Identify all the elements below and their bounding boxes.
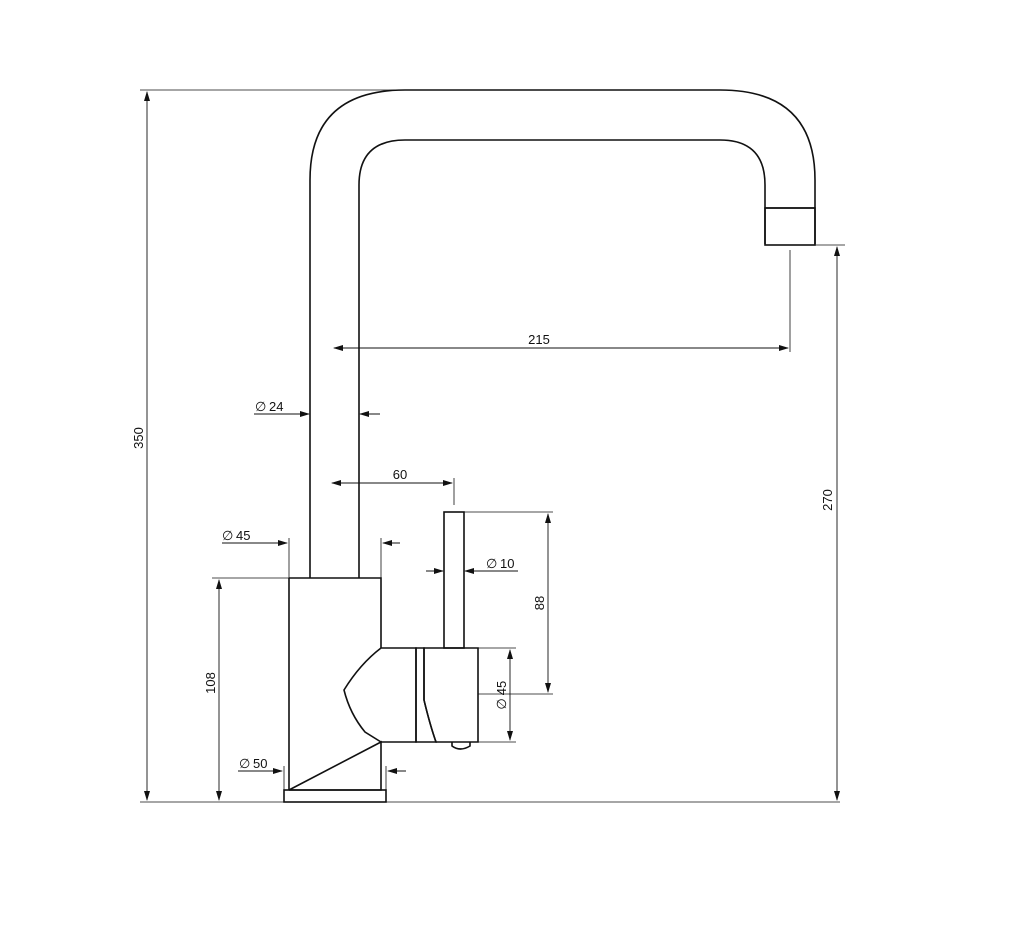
handle-button [451,742,471,750]
label-column-diameter: 45 [236,528,250,543]
cartridge-housing [343,647,417,743]
label-column-diameter-symbol: ∅ [222,528,233,543]
label-body-height: 108 [203,672,218,694]
label-handle-diameter-symbol: ∅ [494,698,509,709]
spout-inner-contour [358,139,766,578]
faucet-outline [283,89,816,803]
label-total-height: 350 [131,427,146,449]
label-lever-diameter: 10 [500,556,514,571]
label-pipe-diameter-symbol: ∅ [255,399,266,414]
aerator [764,207,816,246]
handle-block [415,647,438,743]
label-spout-reach: 215 [528,332,550,347]
dimension-lines [140,89,845,803]
handle-main [423,647,479,743]
label-lever-diameter-symbol: ∅ [486,556,497,571]
dimension-labels: 350 270 215 ∅ 24 60 ∅ 45 ∅ 10 88 108 ∅ 4… [131,332,835,771]
spout-outer-contour [309,89,816,578]
label-spout-height: 270 [820,489,835,511]
label-base-diameter-symbol: ∅ [239,756,250,771]
body-column [288,577,382,791]
lever-stem [443,511,465,649]
label-lever-length: 88 [532,596,547,610]
label-base-diameter: 50 [253,756,267,771]
label-handle-diameter: 45 [494,681,509,695]
base-ring [283,789,387,803]
label-lever-offset: 60 [393,467,407,482]
label-pipe-diameter: 24 [269,399,283,414]
